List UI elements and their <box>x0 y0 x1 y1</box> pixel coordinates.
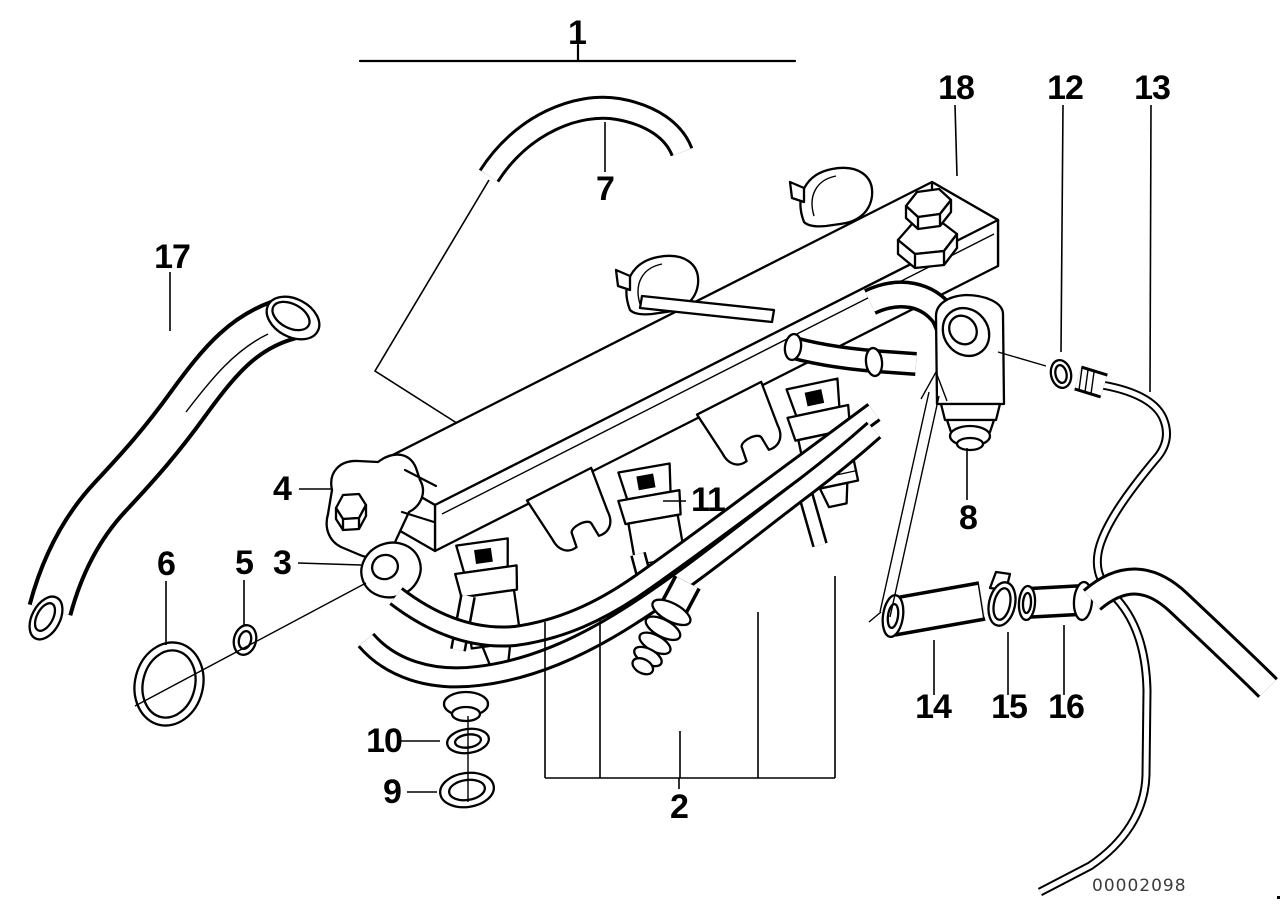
callout-17[interactable]: 17 <box>154 238 191 276</box>
tube-14 <box>881 581 986 638</box>
leader-lines <box>165 104 1152 793</box>
callout-15[interactable]: 15 <box>991 688 1028 726</box>
alignment-lines <box>134 370 948 802</box>
callout-16[interactable]: 16 <box>1048 688 1085 726</box>
rail-fork-1 <box>525 466 612 552</box>
rail-end-cap-3 <box>360 541 422 599</box>
rail-end-valve-18 <box>896 187 959 270</box>
corner-dot <box>1277 896 1280 899</box>
o-ring-5 <box>232 624 258 656</box>
rail-clip-right <box>788 166 874 228</box>
hose-fitting-16 <box>1017 567 1278 698</box>
hose-17 <box>27 295 321 641</box>
callout-2[interactable]: 2 <box>670 788 689 826</box>
callout-18[interactable]: 18 <box>938 69 975 107</box>
callout-3[interactable]: 3 <box>273 544 292 582</box>
fuel-hose-assembly-2 <box>357 403 882 689</box>
o-ring-12 <box>997 351 1073 390</box>
callout-5[interactable]: 5 <box>235 544 254 582</box>
callout-9[interactable]: 9 <box>383 773 402 811</box>
bracket-4 <box>325 453 438 559</box>
pressure-regulator-8 <box>934 293 1006 452</box>
callout-12[interactable]: 12 <box>1047 69 1084 107</box>
callout-11[interactable]: 11 <box>691 481 726 519</box>
hose-7 <box>478 95 694 183</box>
elbow-fitting-lower <box>783 332 917 378</box>
drawing-number: 00002098 <box>1092 876 1187 896</box>
assembly-2-bracket-line <box>544 576 836 789</box>
callout-4[interactable]: 4 <box>273 470 292 508</box>
o-ring-9 <box>439 771 495 809</box>
o-ring-6 <box>133 641 205 727</box>
barbed-connector <box>631 575 701 676</box>
callout-6[interactable]: 6 <box>157 545 176 583</box>
callout-1[interactable]: 1 <box>568 14 587 52</box>
pipe-13 <box>1037 365 1171 896</box>
callout-10[interactable]: 10 <box>366 722 403 760</box>
callout-8[interactable]: 8 <box>959 499 978 537</box>
rail-clip-left <box>614 254 776 324</box>
callout-13[interactable]: 13 <box>1134 69 1171 107</box>
rail-fork-2 <box>695 380 782 466</box>
callout-14[interactable]: 14 <box>915 688 952 726</box>
injector-nozzle <box>442 690 490 723</box>
hose-clamp-15 <box>987 570 1017 627</box>
callout-7[interactable]: 7 <box>596 170 615 208</box>
assembly-1-bracket-line <box>358 43 797 428</box>
